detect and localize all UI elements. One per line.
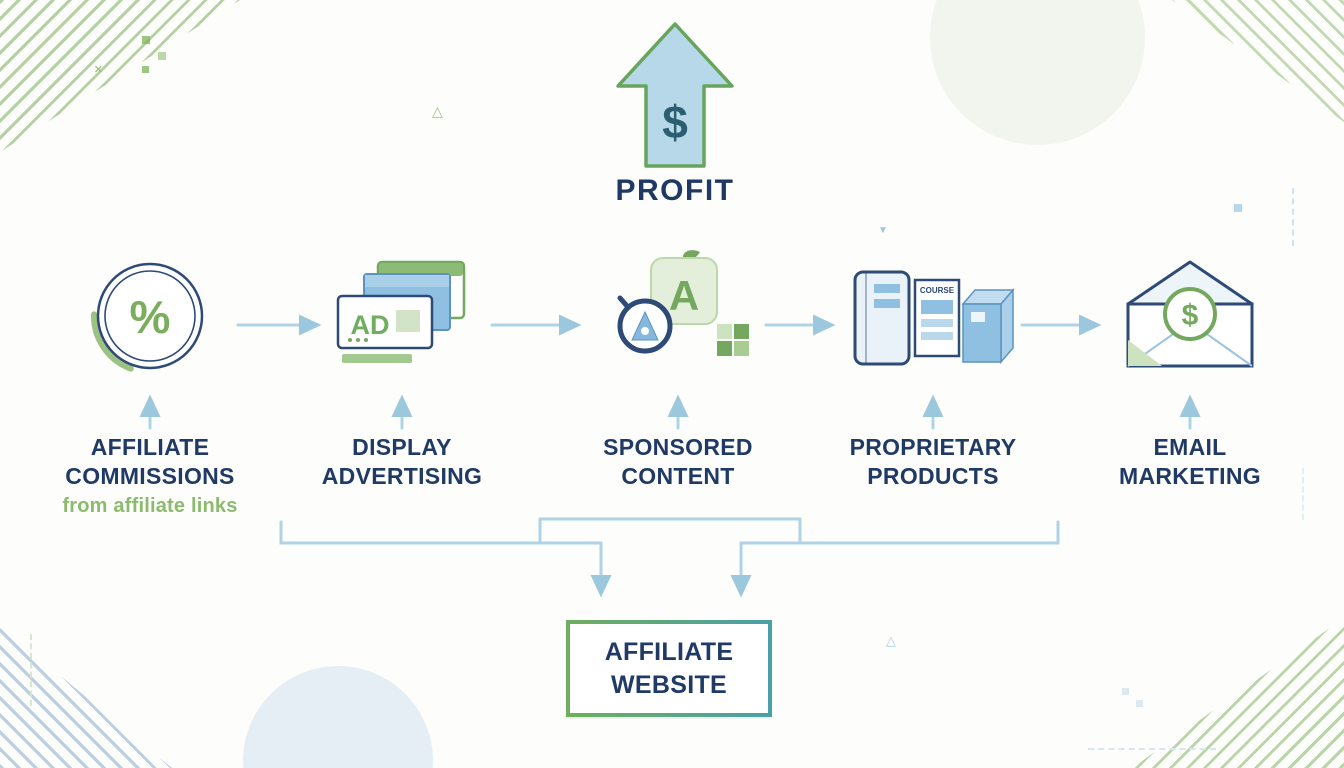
stream-label-text: EMAIL MARKETING	[1119, 434, 1261, 490]
sponsored-article-icon: A	[617, 250, 749, 356]
affiliate-website-box: AFFILIATE WEBSITE	[566, 620, 772, 717]
course-text: COURSE	[920, 286, 955, 295]
stream-subtitle: from affiliate links	[62, 494, 238, 517]
triangle-icon: ▼	[878, 225, 888, 236]
stream-label-text: AFFILIATE COMMISSIONS	[65, 434, 235, 490]
stream-label-text: PROPRIETARY PRODUCTS	[849, 434, 1017, 490]
email-dollar-text: $	[1182, 299, 1199, 332]
square-dot-icon	[158, 52, 166, 60]
stream-label-proprietary-products: PROPRIETARY PRODUCTS	[818, 433, 1048, 492]
percent-text: %	[130, 291, 171, 343]
stream-label-affiliate-commissions: AFFILIATE COMMISSIONS from affiliate lin…	[40, 433, 260, 519]
square-dot-icon	[1234, 204, 1242, 212]
square-dot-icon	[1122, 688, 1129, 695]
profit-arrow-icon: $	[616, 22, 734, 168]
stream-label-sponsored-content: SPONSORED CONTENT	[565, 433, 791, 492]
square-dot-icon	[1136, 700, 1143, 707]
article-letter-text: A	[669, 272, 699, 319]
x-mark-icon: ×	[94, 61, 103, 78]
profit-label: PROFIT	[615, 174, 735, 207]
square-dot-icon	[142, 36, 150, 44]
bus-line	[739, 520, 1060, 545]
triangle-icon: △	[432, 103, 443, 119]
display-ad-windows-icon: AD	[336, 260, 466, 363]
stream-label-text: SPONSORED CONTENT	[603, 434, 753, 490]
square-dot-icon	[142, 66, 149, 73]
bus-line	[279, 520, 603, 545]
stream-label-text: DISPLAY ADVERTISING	[321, 434, 483, 490]
profit-dollar-text: $	[662, 96, 688, 148]
stream-label-display-advertising: DISPLAY ADVERTISING	[302, 433, 502, 492]
stream-label-email-marketing: EMAIL MARKETING	[1105, 433, 1275, 492]
ad-text: AD	[351, 310, 390, 340]
affiliate-website-label: AFFILIATE WEBSITE	[604, 638, 734, 699]
triangle-icon: △	[886, 633, 896, 648]
email-dollar-icon: $	[1126, 260, 1254, 368]
proprietary-products-icon: COURSE	[853, 270, 1015, 366]
percent-commission-icon: %	[91, 257, 209, 375]
